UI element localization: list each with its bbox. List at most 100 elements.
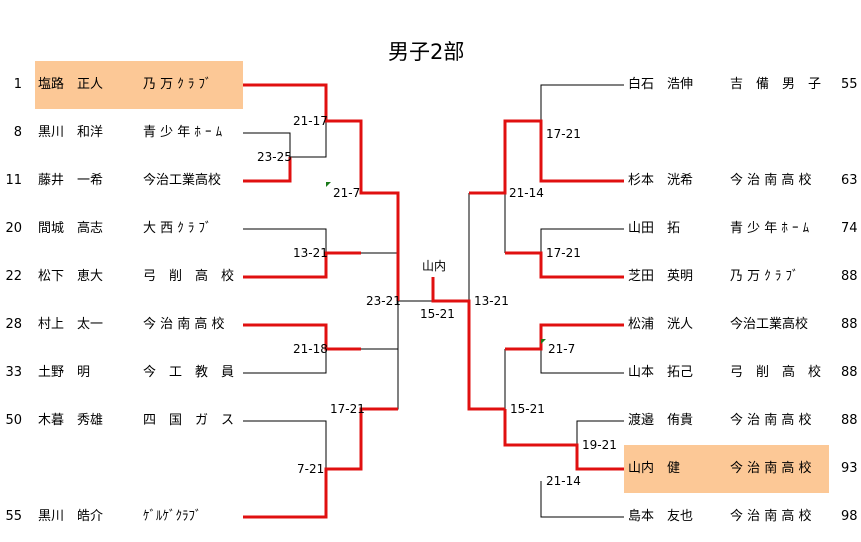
seed-number: 63 bbox=[841, 173, 858, 188]
comment-marker-icon bbox=[541, 339, 546, 344]
bracket-line bbox=[540, 349, 624, 374]
seed-number: 74 bbox=[841, 221, 858, 236]
team-name: 乃 万 ｸ ﾗ ﾌﾞ bbox=[143, 77, 212, 92]
winner-lines bbox=[243, 83, 624, 519]
bracket-line bbox=[540, 481, 624, 518]
team-name: 今治工業高校 bbox=[730, 317, 809, 332]
team-name: 大 西 ｸ ﾗ ﾌﾞ bbox=[143, 221, 212, 236]
score-label: 15-21 bbox=[420, 307, 455, 321]
player-name: 土野 明 bbox=[38, 365, 91, 380]
player-name: 山田 拓 bbox=[628, 221, 681, 236]
bracket-line bbox=[243, 228, 327, 253]
winner-path bbox=[243, 407, 398, 519]
loser-lines bbox=[243, 84, 624, 518]
score-label: 21-14 bbox=[509, 186, 544, 200]
winner-path bbox=[243, 323, 361, 351]
seed-number: 55 bbox=[5, 509, 22, 524]
seed-number: 88 bbox=[841, 317, 858, 332]
seed-number: 20 bbox=[5, 221, 22, 236]
bracket-line bbox=[361, 348, 399, 409]
seed-number: 93 bbox=[841, 461, 858, 476]
team-name: 吉 備 男 子 bbox=[730, 77, 822, 92]
page-title: 男子2部 bbox=[388, 40, 465, 64]
team-name: 今治工業高校 bbox=[143, 173, 222, 188]
seed-number: 88 bbox=[841, 269, 858, 284]
bracket-line bbox=[576, 420, 624, 445]
player-name: 塩路 正人 bbox=[38, 77, 104, 92]
player-name: 村上 太一 bbox=[38, 317, 104, 332]
player-name: 白石 浩伸 bbox=[628, 77, 694, 92]
seed-number: 33 bbox=[5, 365, 22, 380]
player-name: 島本 友也 bbox=[628, 509, 694, 524]
score-label: 21-7 bbox=[548, 342, 576, 356]
bracket-line bbox=[243, 349, 327, 374]
seed-number: 1 bbox=[13, 77, 22, 92]
player-name: 間城 高志 bbox=[38, 221, 104, 236]
score-label: 17-21 bbox=[330, 402, 365, 416]
winner-path bbox=[503, 409, 624, 471]
score-label: 21-14 bbox=[546, 474, 581, 488]
score-label: 17-21 bbox=[546, 127, 581, 141]
team-name: ｹﾞﾙｹﾞｸﾗﾌﾞ bbox=[143, 509, 202, 524]
winner-path bbox=[243, 251, 361, 279]
score-label: 21-18 bbox=[293, 342, 328, 356]
player-name: 松下 恵大 bbox=[38, 269, 104, 284]
winner-path bbox=[243, 83, 400, 301]
player-name: 松浦 洸人 bbox=[628, 317, 694, 332]
seed-number: 28 bbox=[5, 317, 22, 332]
score-label: 21-7 bbox=[333, 186, 361, 200]
bracket-line bbox=[540, 228, 624, 253]
winner-path bbox=[505, 251, 624, 279]
player-name: 木暮 秀雄 bbox=[38, 413, 104, 428]
seed-number: 50 bbox=[5, 413, 22, 428]
seed-number: 55 bbox=[841, 77, 858, 92]
team-name: 今 治 南 高 校 bbox=[143, 317, 225, 332]
player-name: 山本 拓己 bbox=[628, 365, 694, 380]
team-name: 四 国 ガ ス bbox=[143, 413, 235, 428]
team-name: 今 治 南 高 校 bbox=[730, 173, 812, 188]
player-name: 山内 健 bbox=[628, 461, 681, 476]
seed-number: 22 bbox=[5, 269, 22, 284]
bracket-line bbox=[243, 420, 327, 469]
team-name: 青 少 年 ﾎ ｰ ﾑ bbox=[143, 125, 223, 140]
team-name: 乃 万 ｸ ﾗ ﾌﾞ bbox=[730, 269, 799, 284]
bracket-line bbox=[361, 301, 399, 410]
player-name: 渡邉 侑貴 bbox=[628, 413, 694, 428]
team-name: 今 工 教 員 bbox=[143, 365, 235, 380]
winner-path bbox=[431, 277, 505, 411]
champion-highlight-left bbox=[35, 61, 243, 109]
bracket-line bbox=[290, 121, 327, 158]
score-label: 23-25 bbox=[257, 150, 292, 164]
comment-marker-icon bbox=[326, 182, 331, 187]
score-label: 15-21 bbox=[510, 402, 545, 416]
team-name: 青 少 年 ﾎ ｰ ﾑ bbox=[730, 221, 810, 236]
team-name: 今 治 南 高 校 bbox=[730, 413, 812, 428]
seed-number: 11 bbox=[5, 173, 22, 188]
score-label: 7-21 bbox=[297, 462, 325, 476]
champion-label: 山内 bbox=[422, 259, 447, 273]
seed-number: 8 bbox=[13, 125, 22, 140]
team-name: 弓 削 高 校 bbox=[143, 269, 235, 284]
seed-number: 88 bbox=[841, 413, 858, 428]
winner-path bbox=[505, 323, 624, 351]
player-name: 黒川 皓介 bbox=[38, 509, 104, 524]
score-label: 23-21 bbox=[366, 294, 401, 308]
team-name: 今 治 南 高 校 bbox=[730, 509, 812, 524]
team-name: 弓 削 高 校 bbox=[730, 365, 822, 380]
winner-path bbox=[243, 157, 292, 183]
player-name: 芝田 英明 bbox=[628, 269, 694, 284]
player-name: 藤井 一希 bbox=[38, 173, 104, 188]
score-label: 19-21 bbox=[582, 438, 617, 452]
champion-highlight-right bbox=[624, 445, 829, 493]
score-label: 21-17 bbox=[293, 114, 328, 128]
score-label: 13-21 bbox=[293, 246, 328, 260]
seed-number: 98 bbox=[841, 509, 858, 524]
team-name: 今 治 南 高 校 bbox=[730, 461, 812, 476]
seed-number: 88 bbox=[841, 365, 858, 380]
bracket-line bbox=[540, 84, 624, 121]
player-name: 黒川 和洋 bbox=[38, 125, 104, 140]
winner-path bbox=[469, 119, 624, 195]
bracket-line bbox=[243, 132, 291, 157]
bracket-line bbox=[361, 193, 399, 254]
